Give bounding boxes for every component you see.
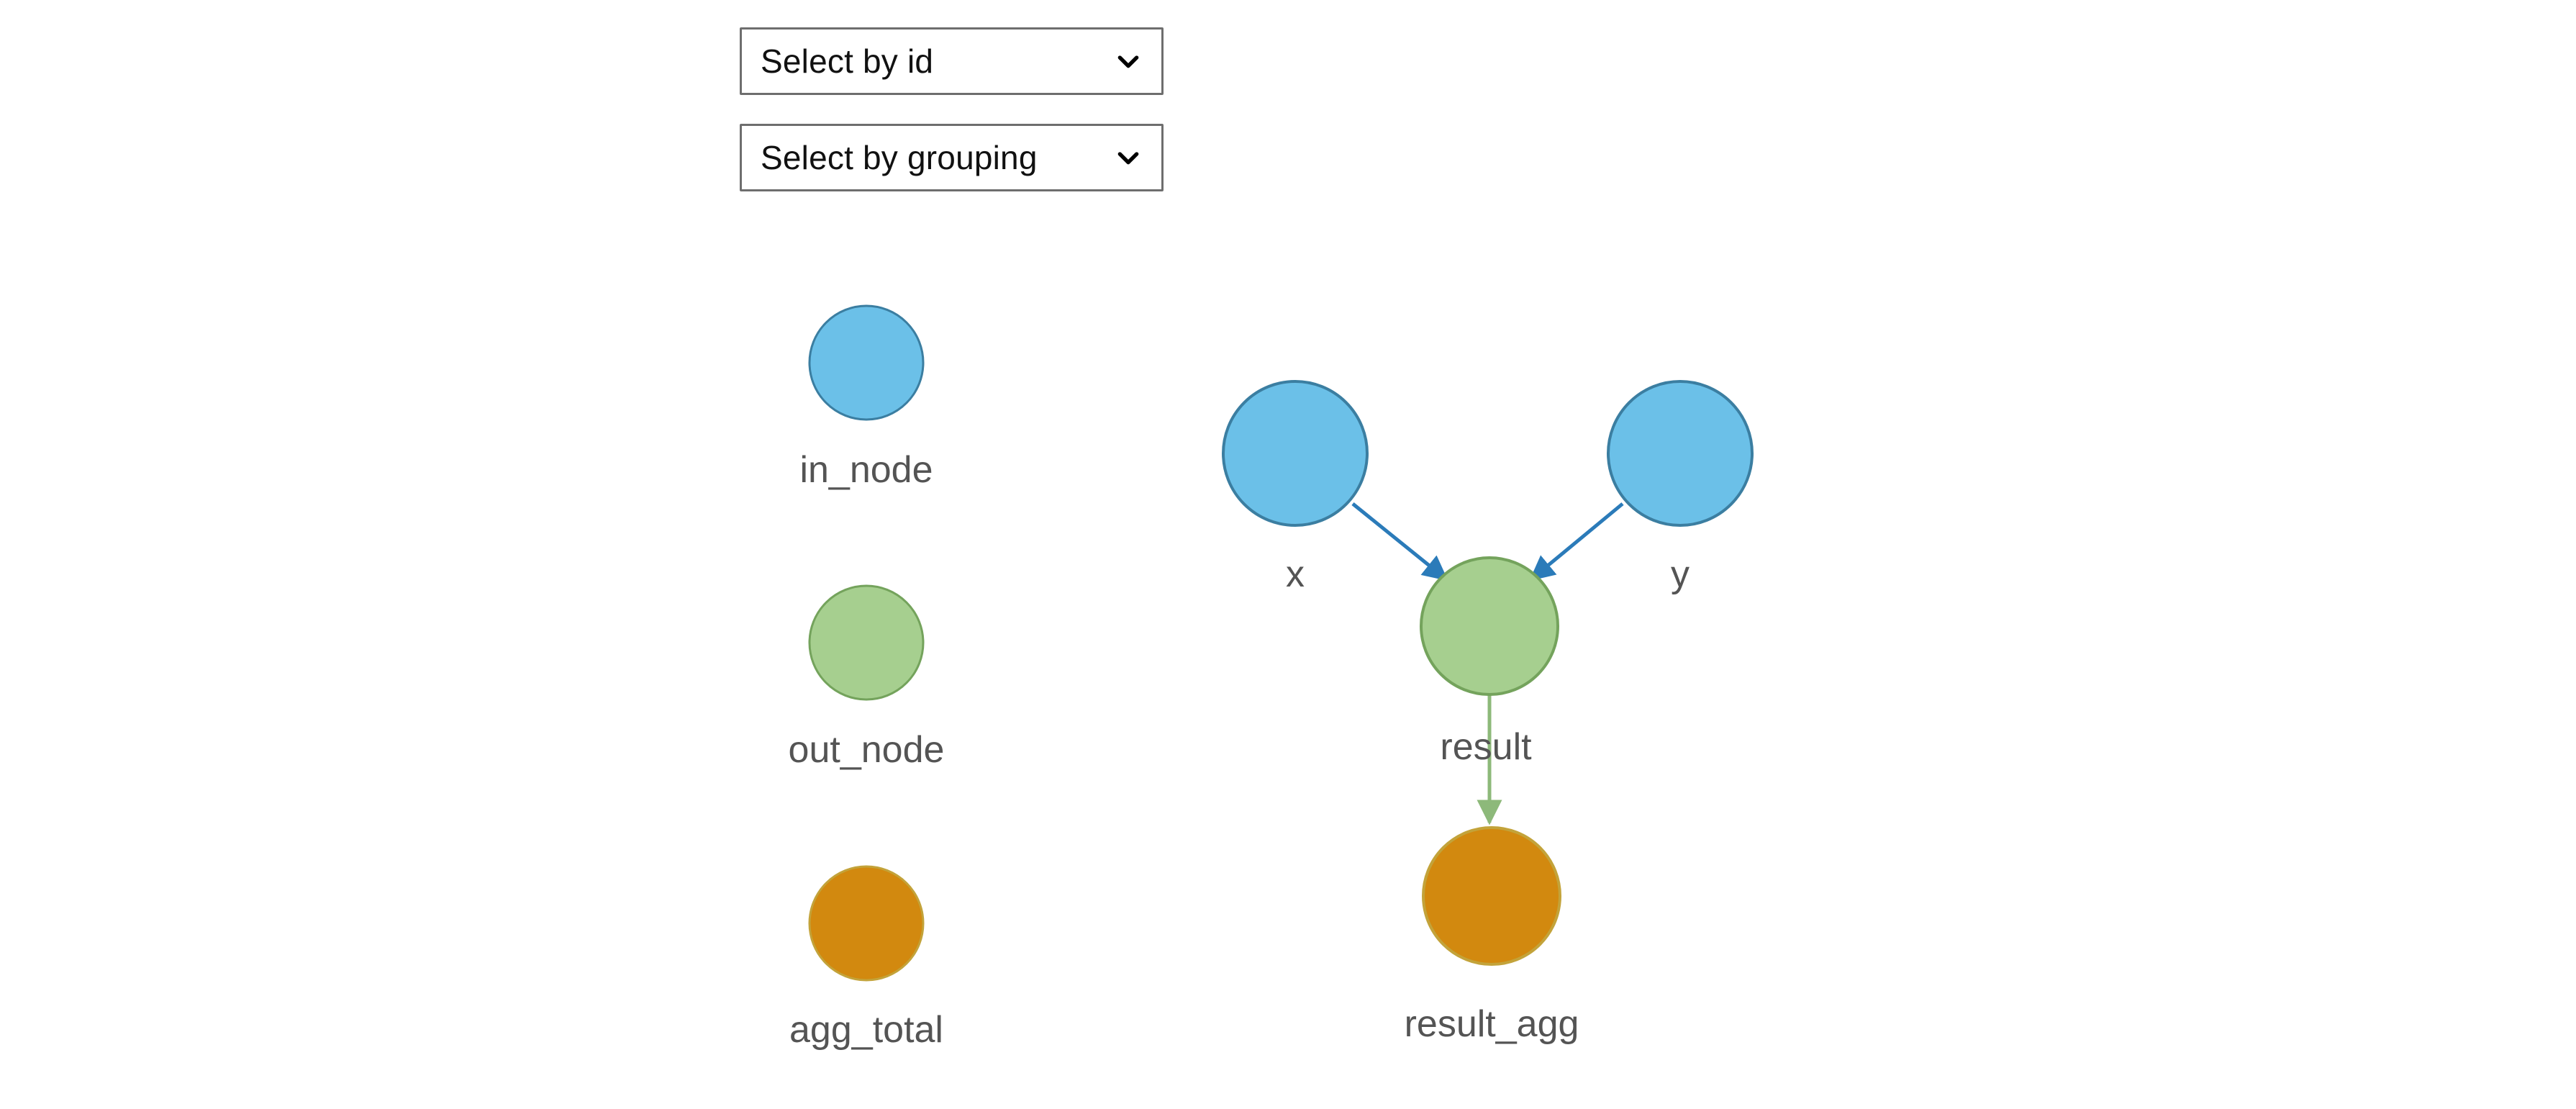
node-circle-result[interactable] (1420, 556, 1559, 696)
select-by-grouping-wrapper: Select by grouping (740, 124, 1164, 191)
node-circle-y[interactable] (1607, 380, 1754, 527)
node-label-y: y (1671, 553, 1690, 595)
select-by-id-wrapper: Select by id (740, 27, 1164, 95)
legend-swatch-agg-total[interactable] (808, 865, 925, 982)
chevron-down-icon (1114, 143, 1143, 172)
edge-y-to-result[interactable] (1529, 502, 1624, 581)
legend-label-agg-total: agg_total (789, 1009, 943, 1051)
chevron-down-icon (1114, 47, 1143, 76)
legend-label-out-node: out_node (789, 729, 945, 771)
legend-item-in-node[interactable]: in_node (799, 304, 933, 491)
legend-item-agg-total[interactable]: agg_total (789, 865, 943, 1051)
legend: in_node out_node agg_total (789, 304, 945, 1051)
node-label-x: x (1286, 553, 1305, 595)
legend-label-in-node: in_node (799, 449, 933, 491)
node-circle-x[interactable] (1222, 380, 1369, 527)
select-by-id[interactable]: Select by id (740, 27, 1164, 95)
node-circle-result-agg[interactable] (1422, 826, 1561, 966)
node-result[interactable] (1420, 556, 1559, 696)
select-by-id-value: Select by id (761, 42, 934, 80)
graph-edge-labels: result (1440, 726, 1532, 768)
edge-label-result: result (1440, 726, 1532, 768)
select-by-grouping-value: Select by grouping (761, 139, 1038, 176)
node-result-agg[interactable]: result_agg (1405, 826, 1579, 1045)
edge-x-to-result[interactable] (1351, 502, 1448, 581)
legend-swatch-in-node[interactable] (808, 304, 925, 421)
graph-edges (1351, 502, 1624, 825)
legend-item-out-node[interactable]: out_node (789, 584, 945, 771)
node-x[interactable]: x (1222, 380, 1369, 595)
select-by-grouping[interactable]: Select by grouping (740, 124, 1164, 191)
filter-controls: Select by id Select by grouping (740, 27, 1171, 220)
legend-swatch-out-node[interactable] (808, 584, 925, 701)
graph-nodes: x y result_agg (1222, 380, 1754, 1045)
node-y[interactable]: y (1607, 380, 1754, 595)
node-label-result-agg: result_agg (1405, 1003, 1579, 1045)
